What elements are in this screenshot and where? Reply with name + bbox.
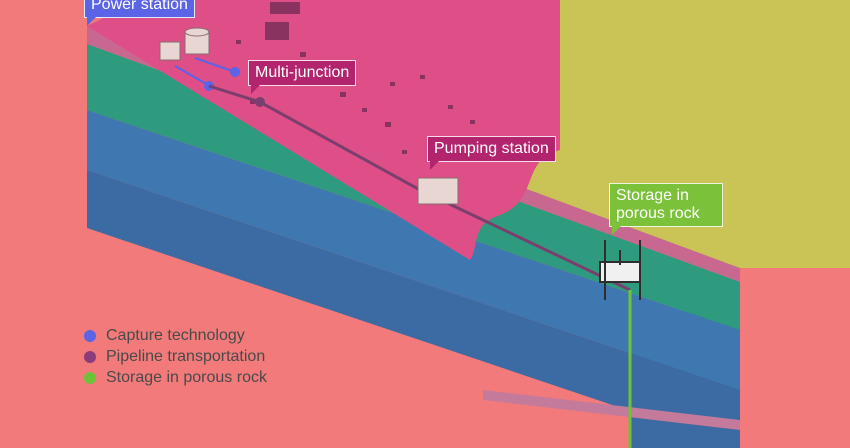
legend-label: Capture technology	[106, 327, 245, 344]
pipeline	[208, 84, 631, 292]
pipeline-dot-icon	[84, 351, 96, 363]
capture-dot-icon	[84, 330, 96, 342]
stratum-sandstone-band	[483, 390, 740, 430]
multi-junction-label: Multi-junction	[248, 60, 357, 94]
power-station-label: Power station	[84, 0, 195, 26]
capture-node-icon	[230, 67, 240, 77]
legend-label: Storage in porous rock	[106, 369, 267, 386]
stratum-blue-front	[87, 110, 740, 390]
legend-item-capture: Capture technology	[84, 326, 267, 346]
capture-line	[174, 65, 211, 87]
storage-label: Storage in porous rock	[609, 183, 723, 235]
pumping-station-label: Pumping station	[427, 136, 556, 170]
legend-item-pipeline: Pipeline transportation	[84, 347, 267, 367]
offshore-platform-icon	[599, 240, 641, 300]
legend-label: Pipeline transportation	[106, 348, 266, 365]
power-station-icon	[159, 27, 210, 61]
multi-junction-node-icon	[255, 97, 265, 107]
storage-dot-icon	[84, 372, 96, 384]
legend: Capture technology Pipeline transportati…	[84, 326, 267, 389]
stratum-deep-front	[87, 170, 740, 448]
capture-line-2	[194, 57, 236, 73]
legend-item-storage: Storage in porous rock	[84, 368, 267, 388]
pumping-station-icon	[417, 177, 459, 205]
